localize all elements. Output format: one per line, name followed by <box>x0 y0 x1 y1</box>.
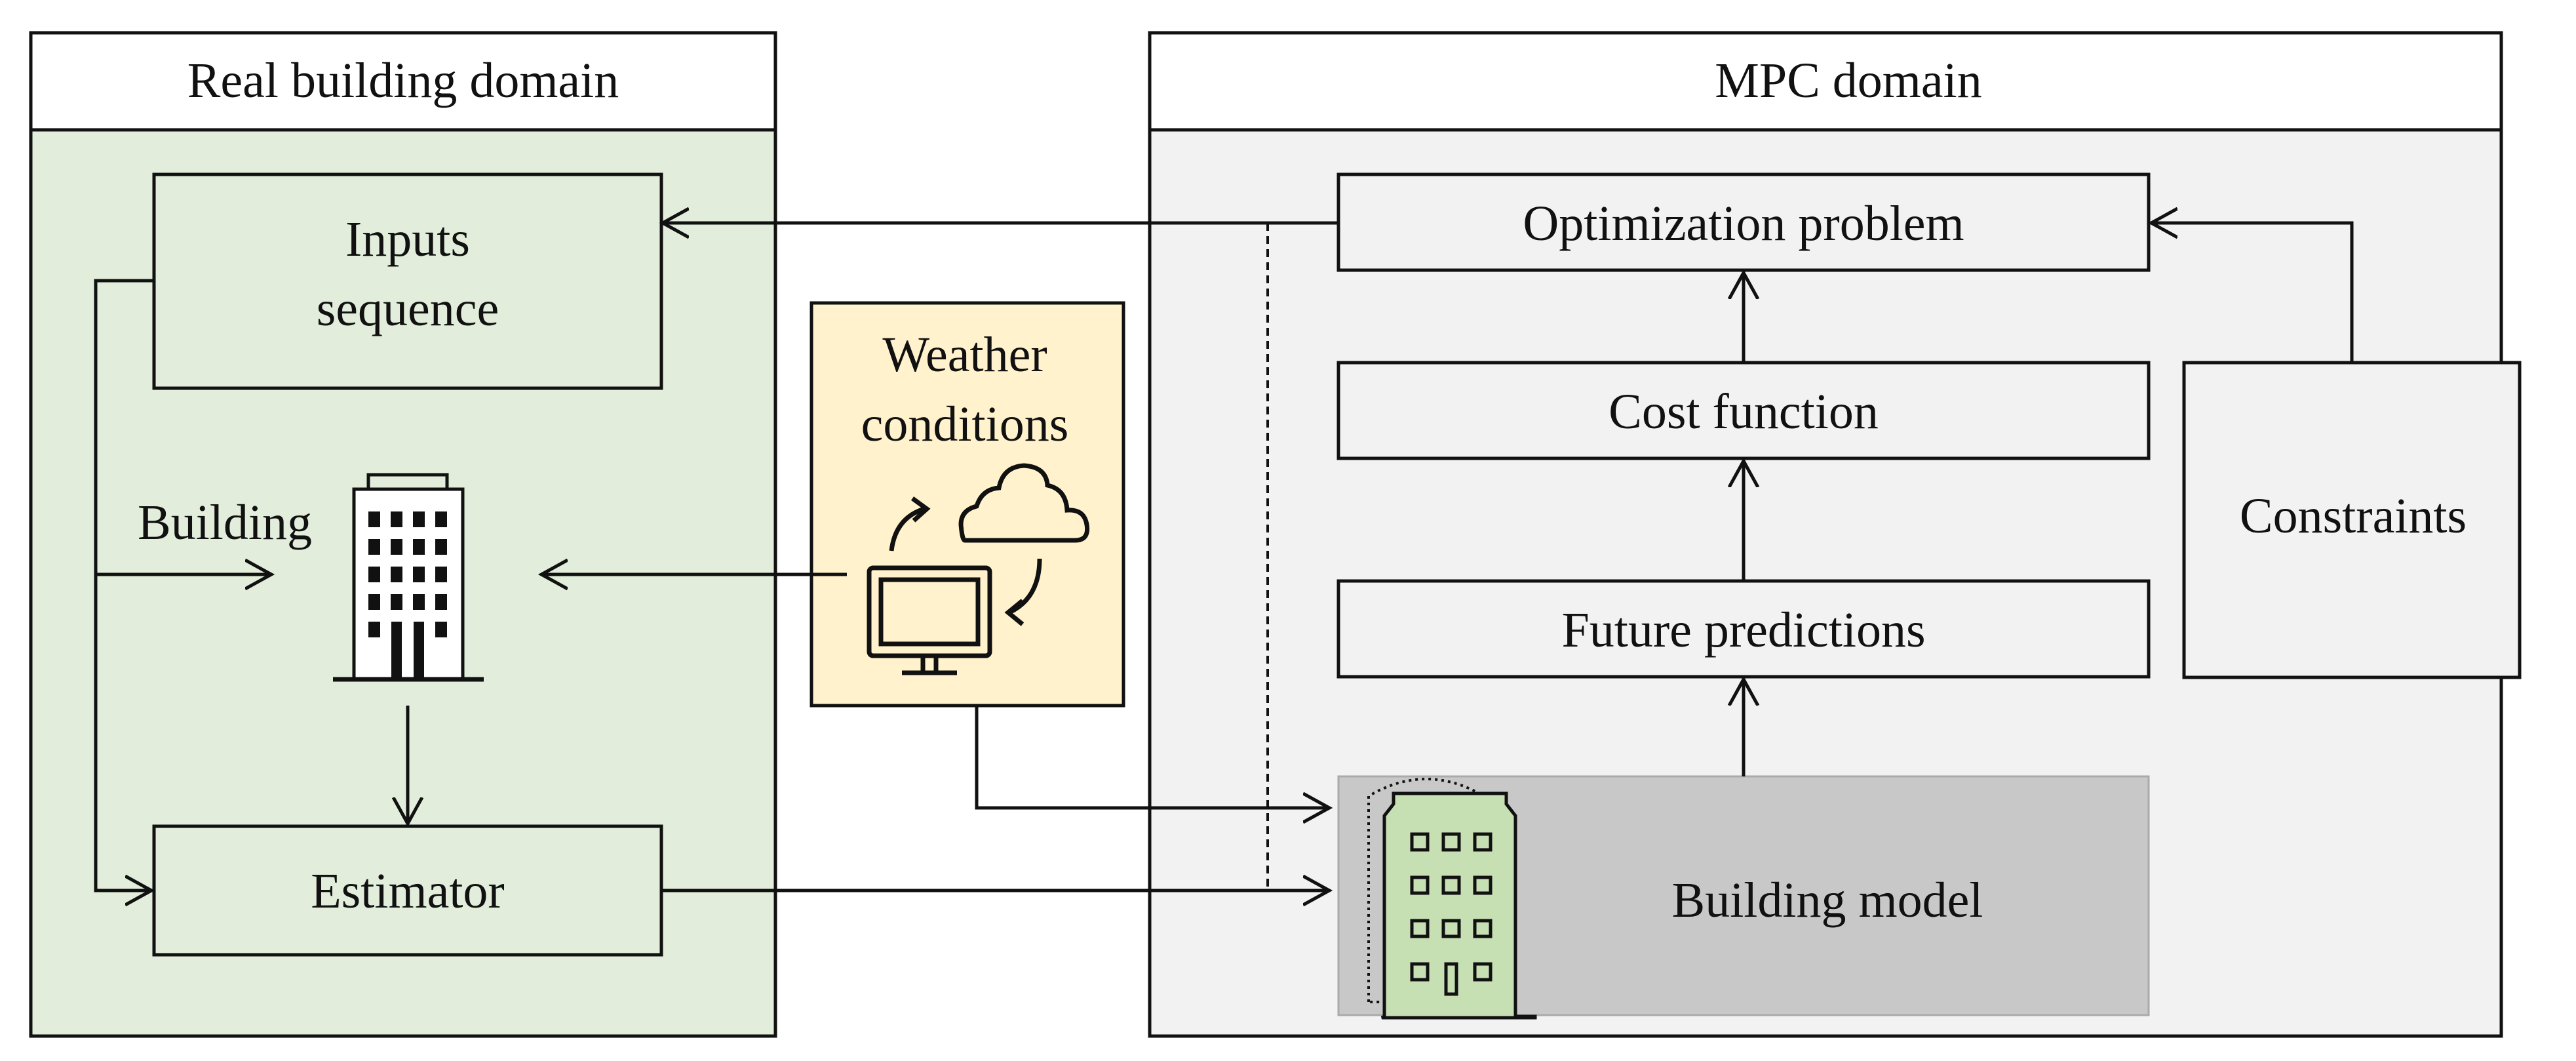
weather-label-1: Weather <box>882 327 1047 382</box>
inputs-sequence-box <box>152 172 663 390</box>
arrow-weather-to-model <box>975 706 1329 808</box>
constraints-label: Constraints <box>2240 489 2467 544</box>
inputs-sequence-label-2: sequence <box>317 281 499 336</box>
real-domain-title: Real building domain <box>187 53 619 108</box>
mpc-domain-title: MPC domain <box>1715 53 1982 108</box>
connectors <box>94 223 2354 891</box>
estimator-label: Estimator <box>311 864 505 919</box>
arrow-constraints-to-optimization <box>2151 223 2354 363</box>
optimization-problem-label: Optimization problem <box>1523 196 1964 251</box>
building-model-icon <box>1367 777 1537 1020</box>
building-label: Building <box>138 495 312 550</box>
constraints-box <box>2182 361 2522 679</box>
building-model-label: Building model <box>1672 873 1983 928</box>
weather-label-2: conditions <box>861 397 1069 452</box>
mpc-domain: MPC domain Optimization problem Cost fun… <box>1148 31 2522 1038</box>
mpc-domain-header <box>1148 31 2503 132</box>
weather-box <box>810 301 1125 708</box>
monitor-with-cloud-icon <box>867 463 1090 675</box>
arrow-inputs-to-estimator <box>94 279 155 891</box>
real-building-domain: Real building domain Inputs sequence Bui… <box>29 31 777 1038</box>
inputs-sequence-label-1: Inputs <box>345 212 470 267</box>
optimization-problem-box <box>1337 172 2151 272</box>
cost-function-label: Cost function <box>1609 384 1879 439</box>
building-icon <box>333 473 484 682</box>
weather-conditions: Weather conditions <box>810 301 1125 708</box>
future-predictions-label: Future predictions <box>1561 603 1925 658</box>
real-domain-header <box>29 31 777 132</box>
